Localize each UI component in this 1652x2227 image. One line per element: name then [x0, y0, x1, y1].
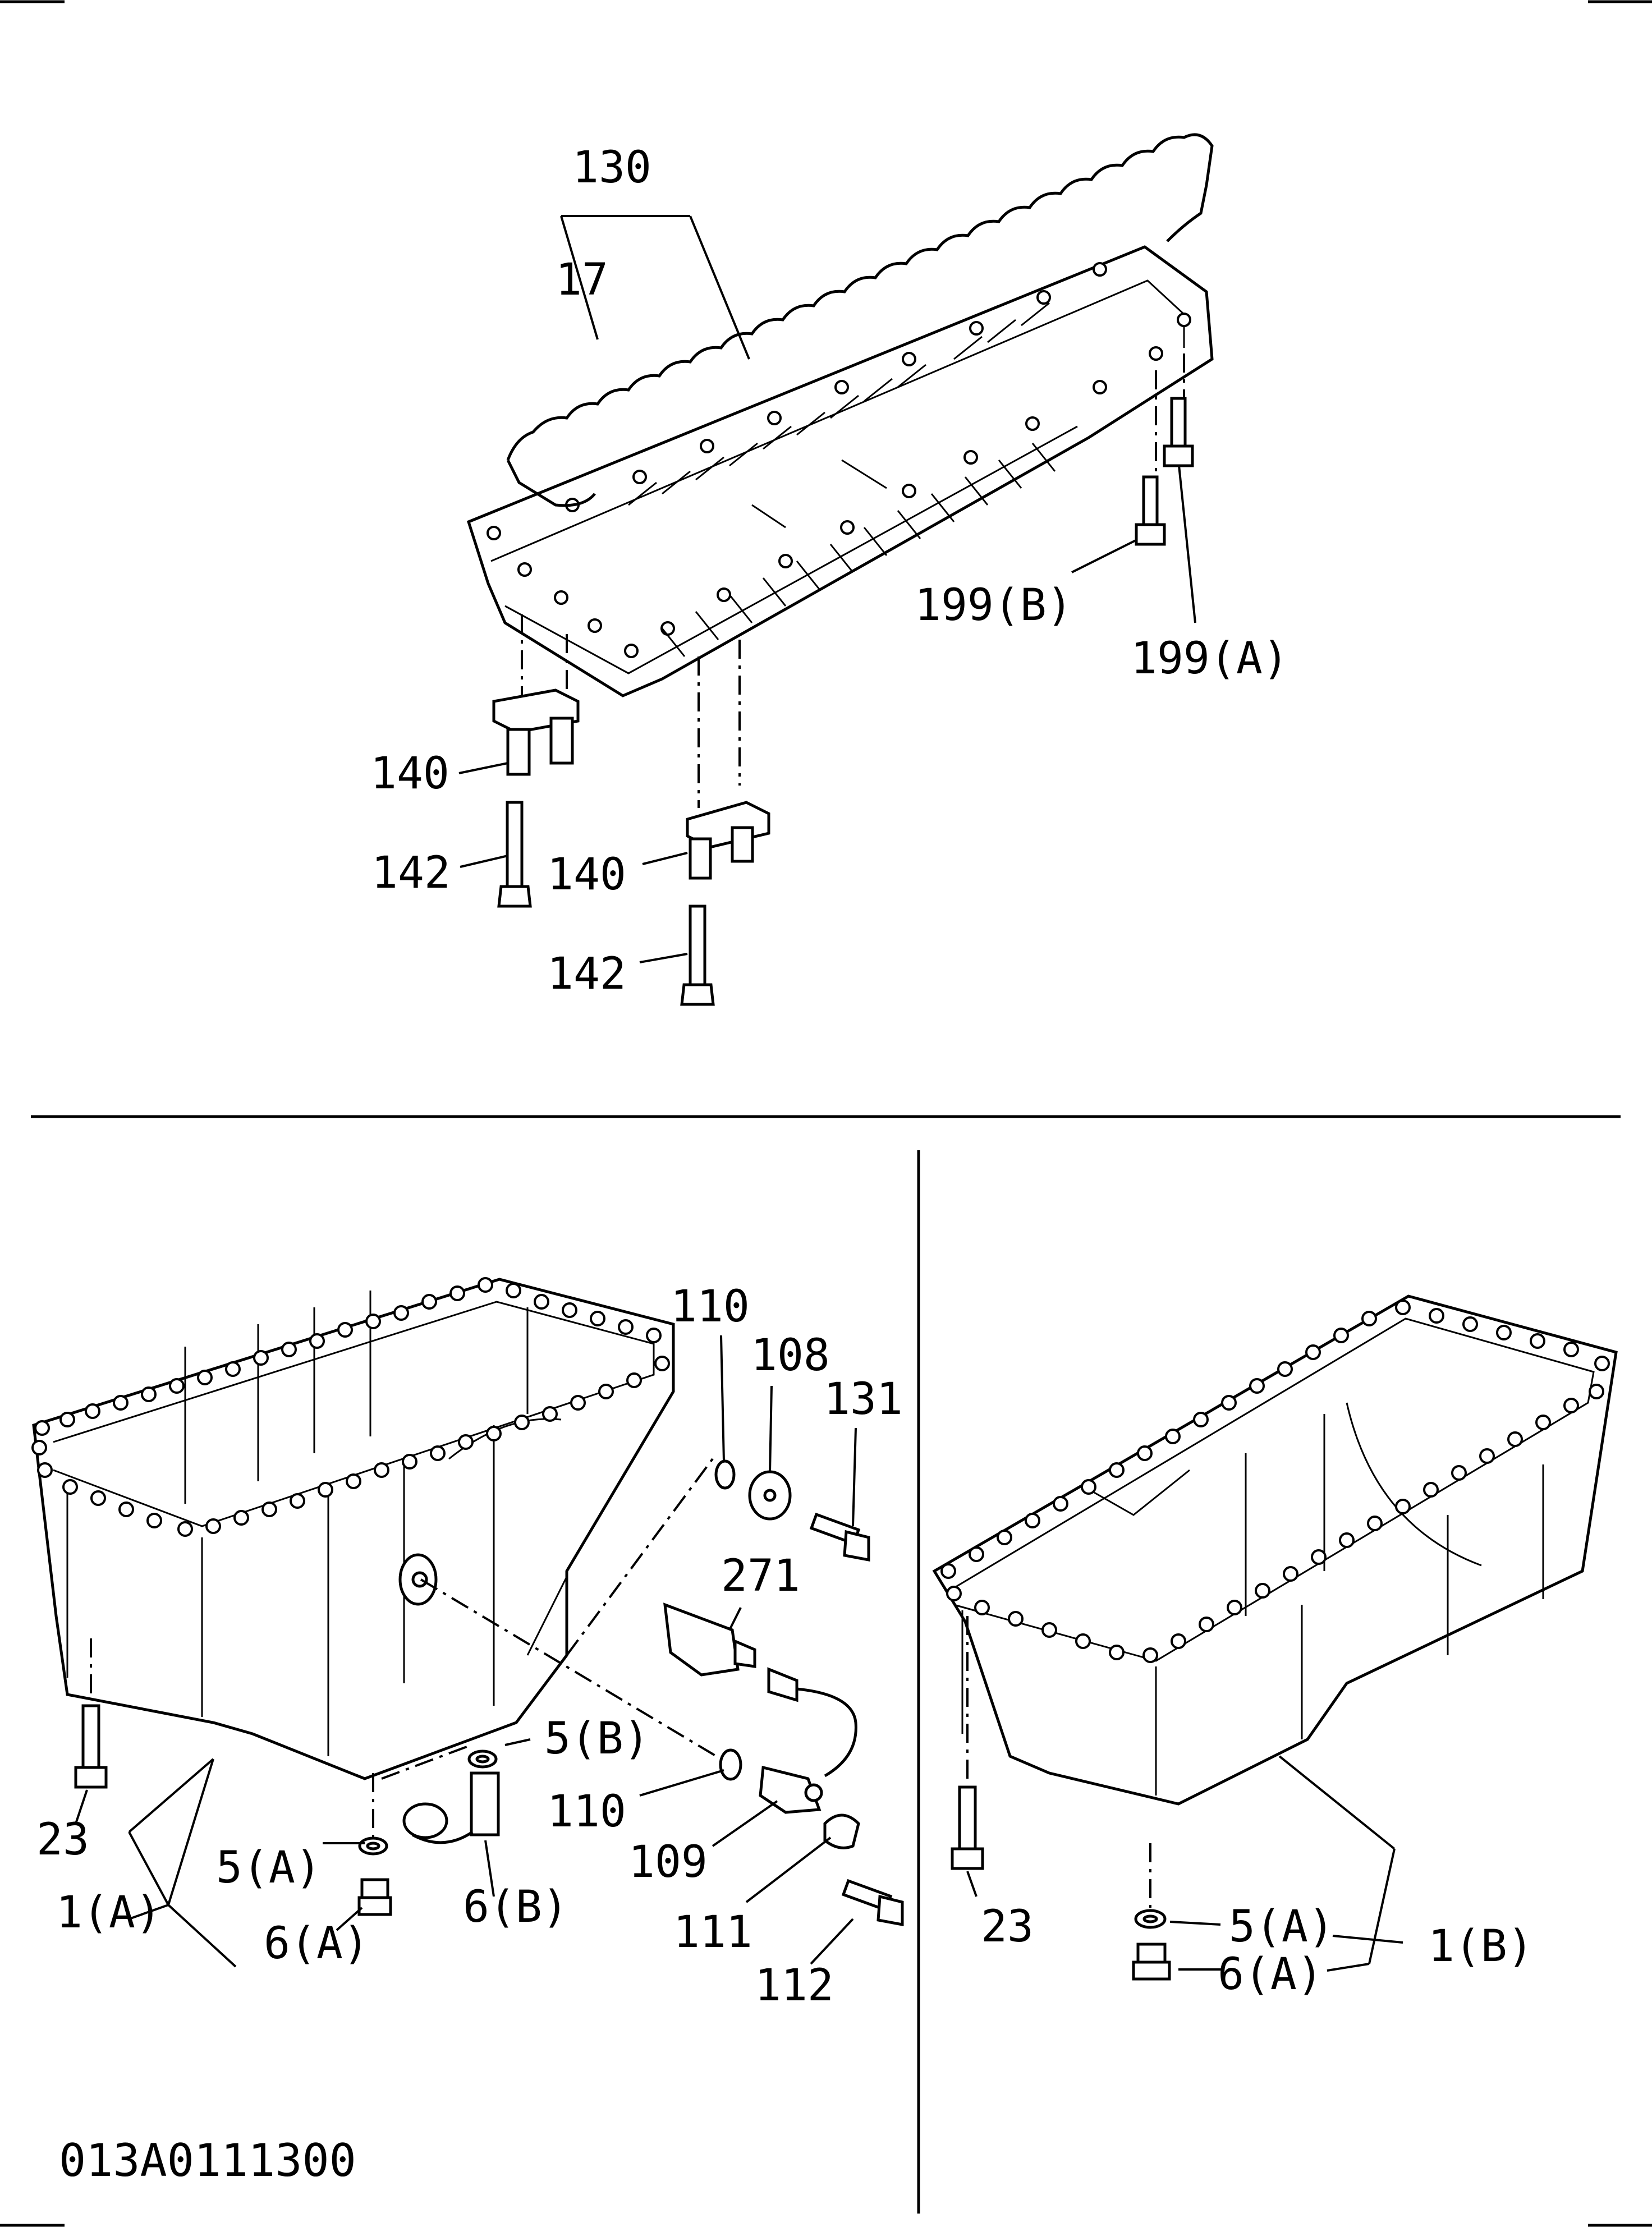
callout-17: 17	[556, 255, 608, 305]
callout-142-left: 142	[371, 848, 451, 898]
sensor-109	[759, 1765, 823, 1814]
callout-5a-left: 5(A)	[216, 1843, 322, 1893]
callout-1b: 1(B)	[1428, 1921, 1534, 1972]
callout-111: 111	[673, 1907, 752, 1958]
clamp-111	[823, 1813, 860, 1849]
top-leaders	[458, 215, 1196, 963]
callout-6b: 6(B)	[463, 1882, 568, 1932]
sensor-271	[663, 1602, 857, 1778]
callout-140-right: 140	[547, 850, 626, 900]
callout-140-left: 140	[370, 749, 449, 799]
washer-5b	[467, 1750, 498, 1769]
bolt-131	[809, 1512, 870, 1562]
callout-6a-left: 6(A)	[264, 1918, 369, 1969]
bolt-23-right	[951, 1785, 984, 1870]
washer-5a-right	[1134, 1909, 1167, 1929]
callout-130: 130	[572, 143, 651, 193]
bracket-140-right	[686, 801, 770, 880]
o-ring-110-top	[714, 1459, 736, 1490]
cover-108	[748, 1470, 792, 1521]
drawing-code: 013A0111300	[59, 2134, 356, 2187]
bottom-left-leaders	[75, 1335, 857, 1968]
callout-199b: 199(B)	[915, 580, 1073, 631]
callout-131: 131	[824, 1374, 903, 1425]
callout-199a: 199(A)	[1131, 633, 1289, 684]
callout-23-left: 23	[36, 1815, 89, 1865]
callout-labels: 130 17 199(B) 199(A) 140 142 140 142 110…	[36, 143, 1534, 2187]
bottom-right-leaders	[966, 1616, 1403, 1972]
callout-109: 109	[628, 1837, 708, 1888]
callout-5a-right: 5(A)	[1229, 1902, 1334, 1952]
callout-108: 108	[751, 1330, 830, 1381]
callout-110-top: 110	[671, 1282, 750, 1332]
bolt-112	[841, 1879, 904, 1927]
bolt-199b	[1135, 475, 1166, 546]
callout-5b: 5(B)	[544, 1714, 650, 1764]
callout-142-right: 142	[547, 949, 626, 999]
callout-112: 112	[755, 1960, 834, 2011]
bolt-199a	[1163, 397, 1194, 467]
washer-5a-left	[358, 1836, 388, 1856]
bolt-142-right	[680, 904, 715, 1006]
top-oil-pan-drawing	[466, 133, 1214, 697]
bracket-140-left	[492, 688, 580, 776]
plug-6a-right	[1132, 1943, 1171, 1981]
bolt-142-left	[497, 801, 532, 908]
callout-1a: 1(A)	[56, 1888, 162, 1938]
callout-110-bottom: 110	[547, 1787, 626, 1837]
oil-pan-1a-drawing	[31, 1277, 675, 1780]
oil-pan-1b-drawing	[932, 1294, 1618, 1806]
plug-6a-left	[357, 1878, 392, 1916]
o-ring-110-bottom	[719, 1748, 742, 1781]
callout-23-right: 23	[981, 1902, 1034, 1952]
bolt-23-left	[74, 1704, 108, 1789]
callout-6a-right: 6(A)	[1218, 1949, 1323, 2000]
plug-6b	[402, 1771, 500, 1844]
callout-271: 271	[721, 1551, 800, 1601]
